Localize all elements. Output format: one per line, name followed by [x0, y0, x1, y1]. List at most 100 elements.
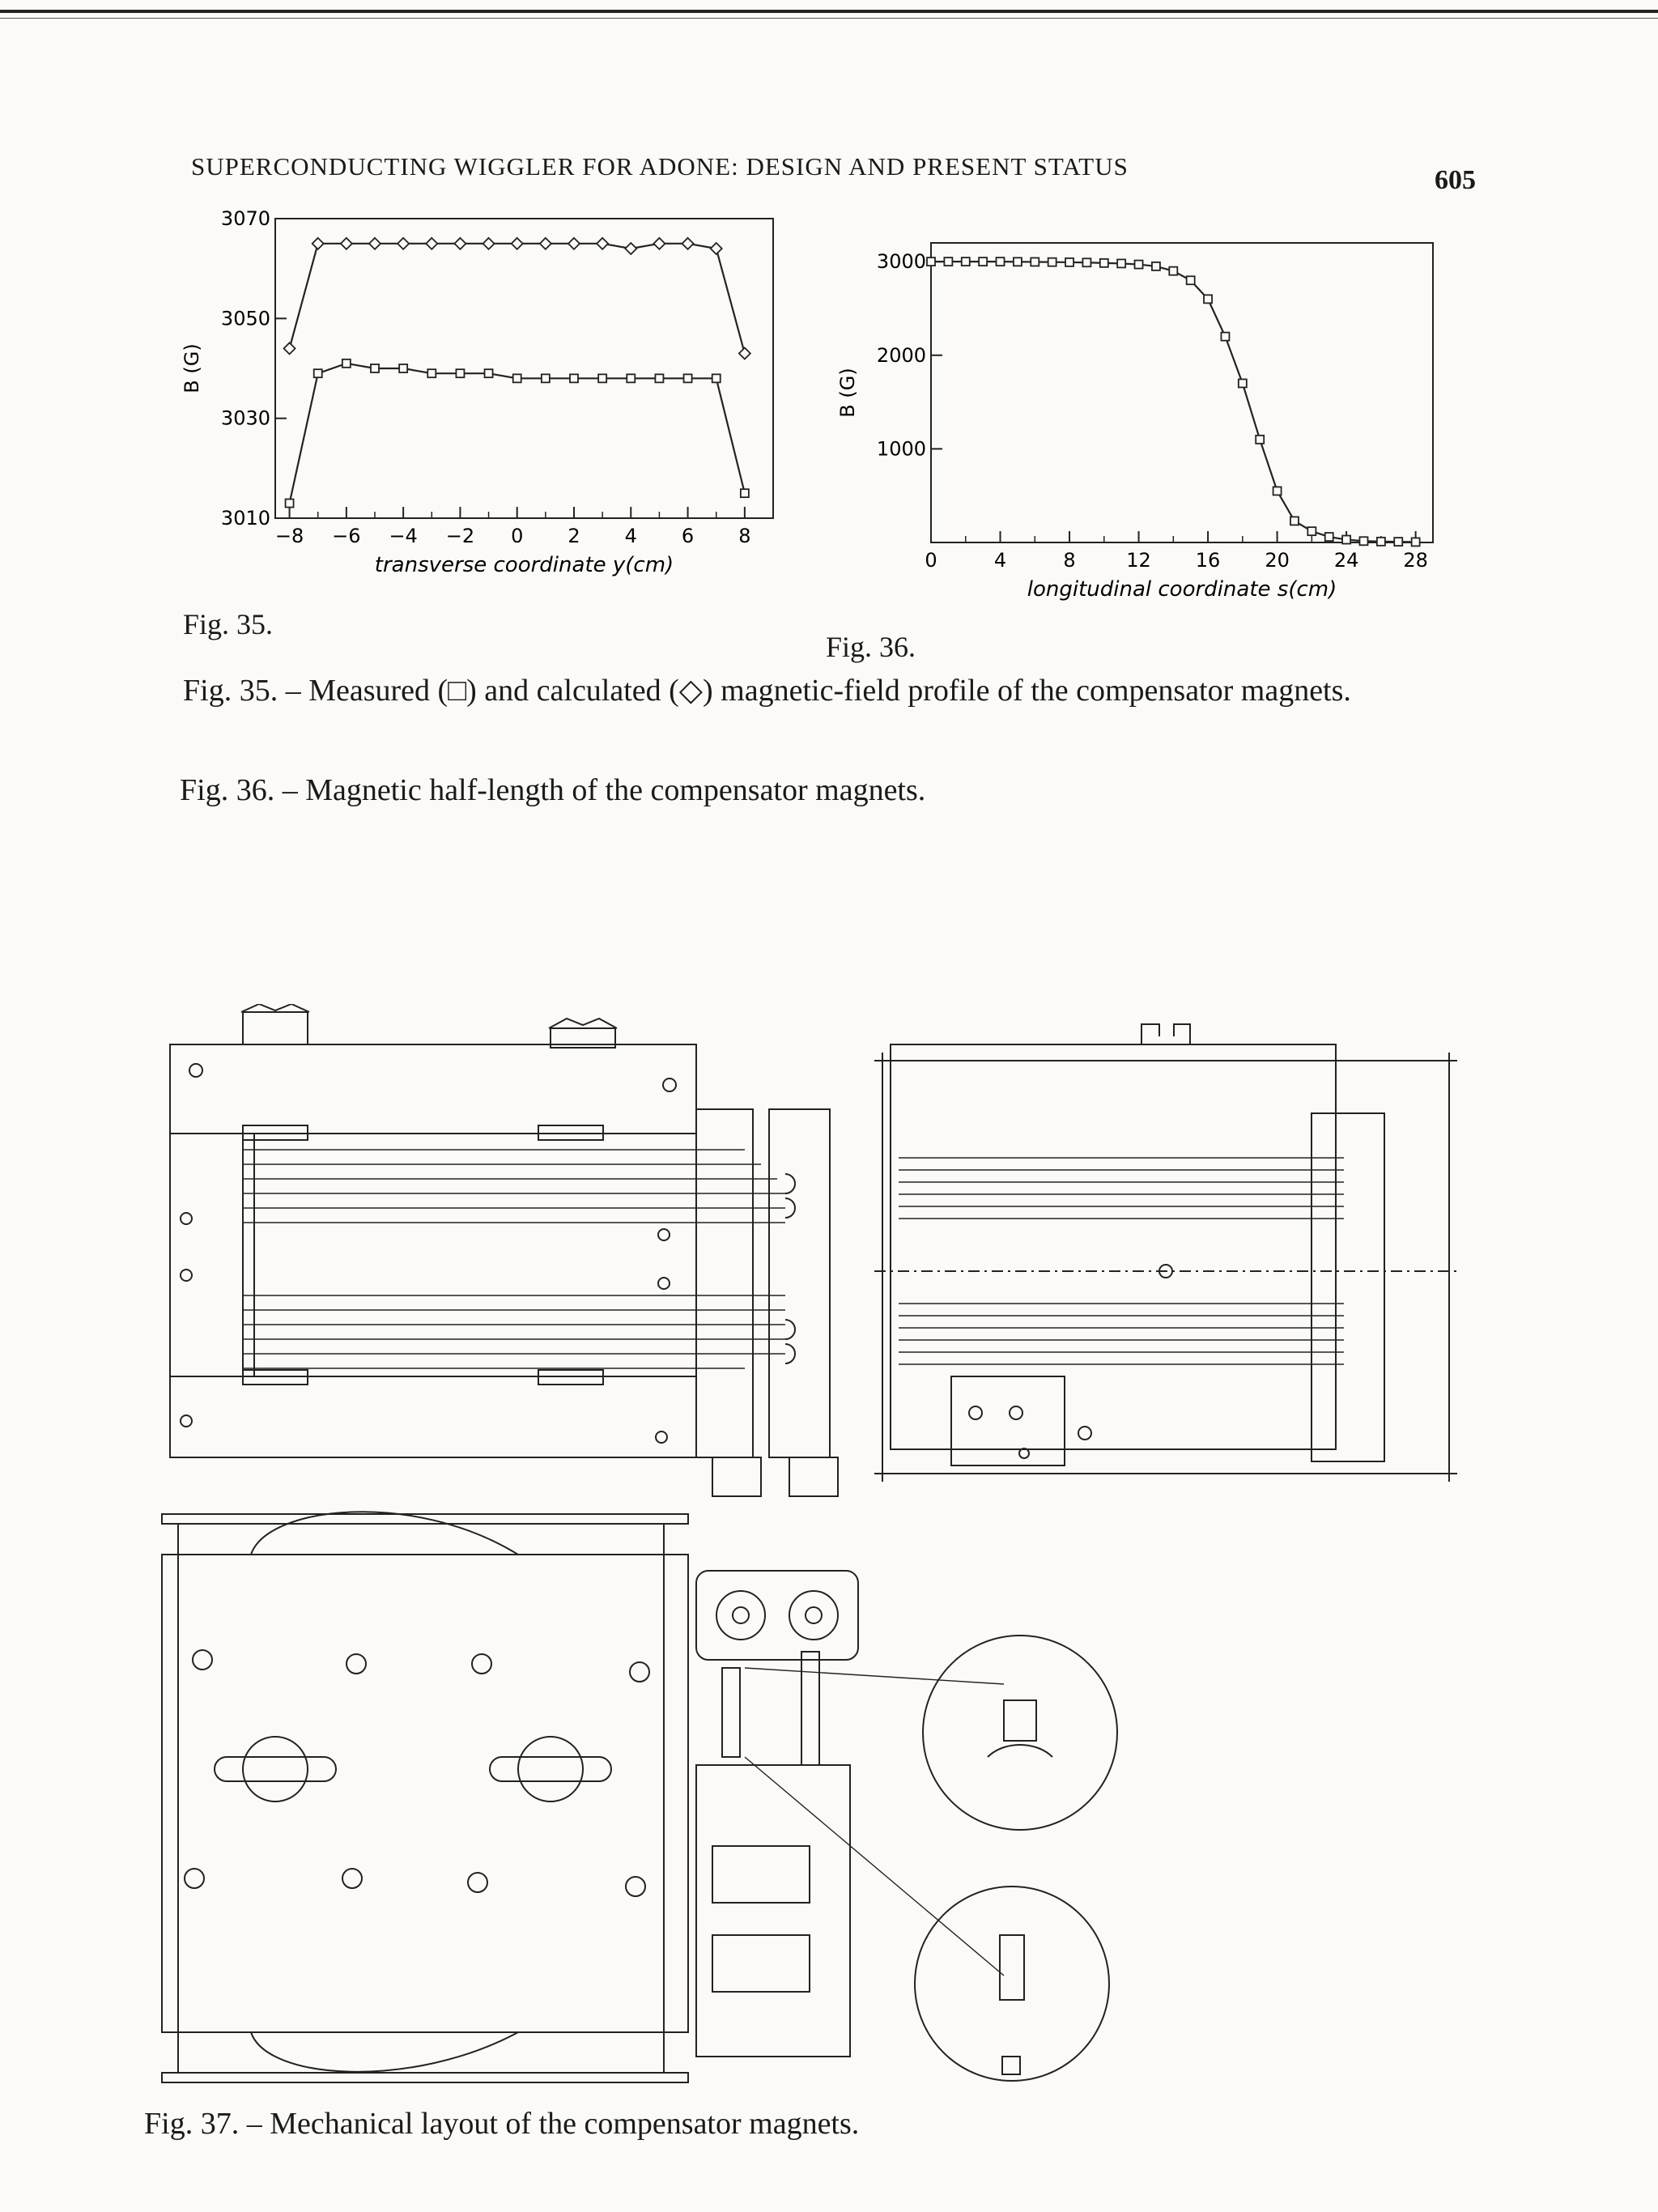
data-point	[738, 347, 752, 360]
data-point	[1375, 536, 1386, 547]
x-tick-label: −8	[275, 525, 304, 547]
x-tick-label: 8	[1063, 549, 1075, 572]
data-point	[396, 236, 410, 251]
data-point	[312, 368, 323, 379]
data-point	[978, 257, 988, 267]
data-point	[1065, 257, 1074, 267]
data-point	[339, 236, 354, 251]
fig35-caption: Fig. 35. – Measured (□) and calculated (…	[183, 674, 1351, 708]
mechanical-layout-drawing	[161, 1004, 1457, 2083]
data-point	[626, 373, 636, 384]
data-point	[453, 236, 467, 251]
data-point	[483, 368, 494, 379]
data-point	[926, 257, 936, 267]
fig36-caption: Fig. 36. – Magnetic half-length of the c…	[180, 773, 926, 807]
y-tick-label: 3010	[221, 507, 270, 530]
data-point	[1012, 257, 1022, 267]
fig37-caption: Fig. 37. – Mechanical layout of the comp…	[144, 2107, 860, 2141]
data-point	[567, 236, 581, 251]
x-tick-label: −4	[389, 525, 417, 547]
x-tick-label: −6	[332, 525, 360, 547]
data-point	[960, 257, 971, 267]
data-point	[510, 236, 524, 251]
detail-circle-lower	[914, 1886, 1110, 2082]
top-right-view	[874, 1023, 1457, 1482]
data-point	[1393, 537, 1404, 547]
x-tick-label: −2	[446, 525, 474, 547]
data-point	[682, 373, 693, 384]
data-point	[681, 236, 695, 251]
y-tick-label: 2000	[877, 344, 926, 367]
x-tick-label: 20	[1265, 549, 1290, 572]
series-line	[288, 362, 746, 504]
y-tick-label: 3050	[221, 307, 270, 330]
data-point	[425, 236, 439, 251]
plot-frame	[930, 242, 1434, 543]
data-point	[1220, 331, 1231, 342]
data-point	[1203, 294, 1213, 304]
data-point	[569, 373, 579, 384]
data-point	[1307, 526, 1317, 537]
data-point	[1082, 257, 1092, 268]
running-title: SUPERCONDUCTING WIGGLER FOR ADONE: DESIG…	[191, 152, 1129, 181]
data-point	[1151, 262, 1161, 271]
data-point	[1290, 516, 1299, 526]
data-point	[284, 498, 295, 508]
data-point	[597, 373, 608, 384]
series-line	[931, 261, 1416, 543]
data-point	[1168, 266, 1179, 276]
data-point	[283, 342, 296, 355]
y-tick-label: 1000	[877, 437, 926, 460]
data-point	[653, 236, 666, 251]
data-point	[1324, 532, 1334, 542]
y-axis-label: B (G)	[836, 368, 859, 417]
data-point	[540, 373, 551, 384]
data-point	[1047, 257, 1057, 267]
data-point	[1272, 486, 1282, 496]
y-tick-label: 3000	[877, 250, 926, 273]
data-point	[1255, 434, 1265, 445]
data-point	[1099, 257, 1109, 268]
fig36-label: Fig. 36.	[826, 631, 916, 663]
data-point	[1133, 259, 1144, 270]
page-number: 605	[1435, 165, 1476, 195]
series-line	[288, 242, 746, 354]
x-tick-label: 4	[994, 549, 1006, 572]
data-point	[482, 236, 495, 251]
x-tick-label: 28	[1403, 549, 1428, 572]
data-point	[624, 241, 638, 256]
data-point	[311, 236, 325, 251]
top-left-view	[169, 1004, 839, 1497]
data-point	[398, 364, 409, 373]
data-point	[427, 368, 437, 379]
detail-circle-upper	[922, 1635, 1118, 1831]
top-rule-thin	[0, 18, 1658, 19]
y-axis-label: B (G)	[181, 343, 203, 393]
data-point	[1185, 275, 1196, 286]
fig35-label: Fig. 35.	[183, 608, 274, 640]
data-point	[368, 236, 382, 251]
data-point	[370, 364, 380, 373]
data-point	[538, 236, 553, 251]
x-tick-label: 0	[511, 525, 523, 547]
x-tick-label: 6	[682, 525, 694, 547]
data-point	[739, 488, 750, 499]
data-point	[654, 373, 665, 384]
data-point	[512, 373, 522, 384]
data-point	[595, 236, 610, 251]
data-point	[1341, 534, 1352, 545]
data-point	[1030, 257, 1040, 267]
x-tick-label: 24	[1334, 549, 1359, 572]
data-point	[995, 257, 1005, 267]
data-point	[455, 368, 466, 379]
bottom-left-view	[161, 1511, 1005, 2083]
top-rule	[0, 10, 1658, 13]
data-point	[711, 373, 721, 384]
data-point	[1410, 537, 1421, 547]
data-point	[1116, 258, 1127, 269]
x-axis-label: transverse coordinate y(cm)	[375, 553, 674, 577]
